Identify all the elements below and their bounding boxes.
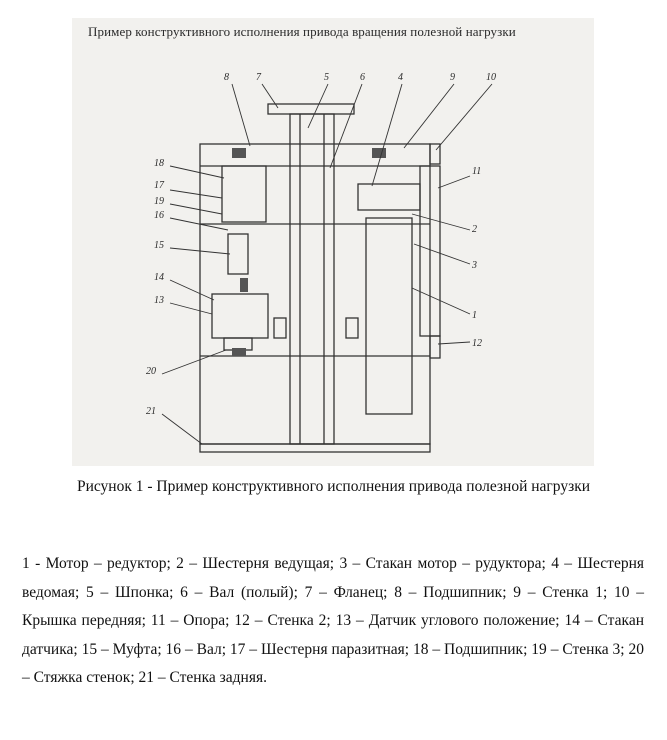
flange: [267, 103, 355, 115]
callout-7: 7: [256, 72, 262, 83]
callout-15: 15: [154, 240, 164, 251]
driven-gear: [357, 183, 421, 211]
figure-scan-title: Пример конструктивного исполнения привод…: [88, 24, 516, 39]
callout-6: 6: [360, 72, 365, 83]
callout-2: 2: [472, 224, 477, 235]
callout-5: 5: [324, 72, 329, 83]
callout-21: 21: [146, 406, 156, 417]
callout-17: 17: [154, 180, 165, 191]
callout-8: 8: [224, 72, 229, 83]
callout-16: 16: [154, 210, 164, 221]
callout-18: 18: [154, 158, 164, 169]
callout-19: 19: [154, 196, 164, 207]
figure-caption: Рисунок 1 - Пример конструктивного испол…: [76, 478, 591, 495]
drive-drawing: 8 7 5 6 4 9 10 18 17 19 16 15 14 13 20 2…: [146, 72, 496, 453]
callout-13: 13: [154, 295, 164, 306]
callout-3: 3: [471, 260, 477, 271]
figure-scan: Пример конструктивного исполнения привод…: [72, 18, 594, 466]
callout-14: 14: [154, 272, 164, 283]
coupling: [227, 233, 249, 275]
idler-gear: [221, 165, 267, 223]
callout-20: 20: [146, 366, 156, 377]
callout-9: 9: [450, 72, 455, 83]
callout-1: 1: [472, 310, 477, 321]
callout-12: 12: [472, 338, 482, 349]
callout-10: 10: [486, 72, 496, 83]
parts-legend: 1 - Мотор – редуктор; 2 – Шестерня ведущ…: [22, 555, 644, 686]
angle-sensor: [211, 293, 269, 339]
callout-4: 4: [398, 72, 403, 83]
hollow-shaft: [289, 113, 335, 445]
motor-reducer: [365, 217, 413, 415]
callout-11: 11: [472, 166, 481, 177]
